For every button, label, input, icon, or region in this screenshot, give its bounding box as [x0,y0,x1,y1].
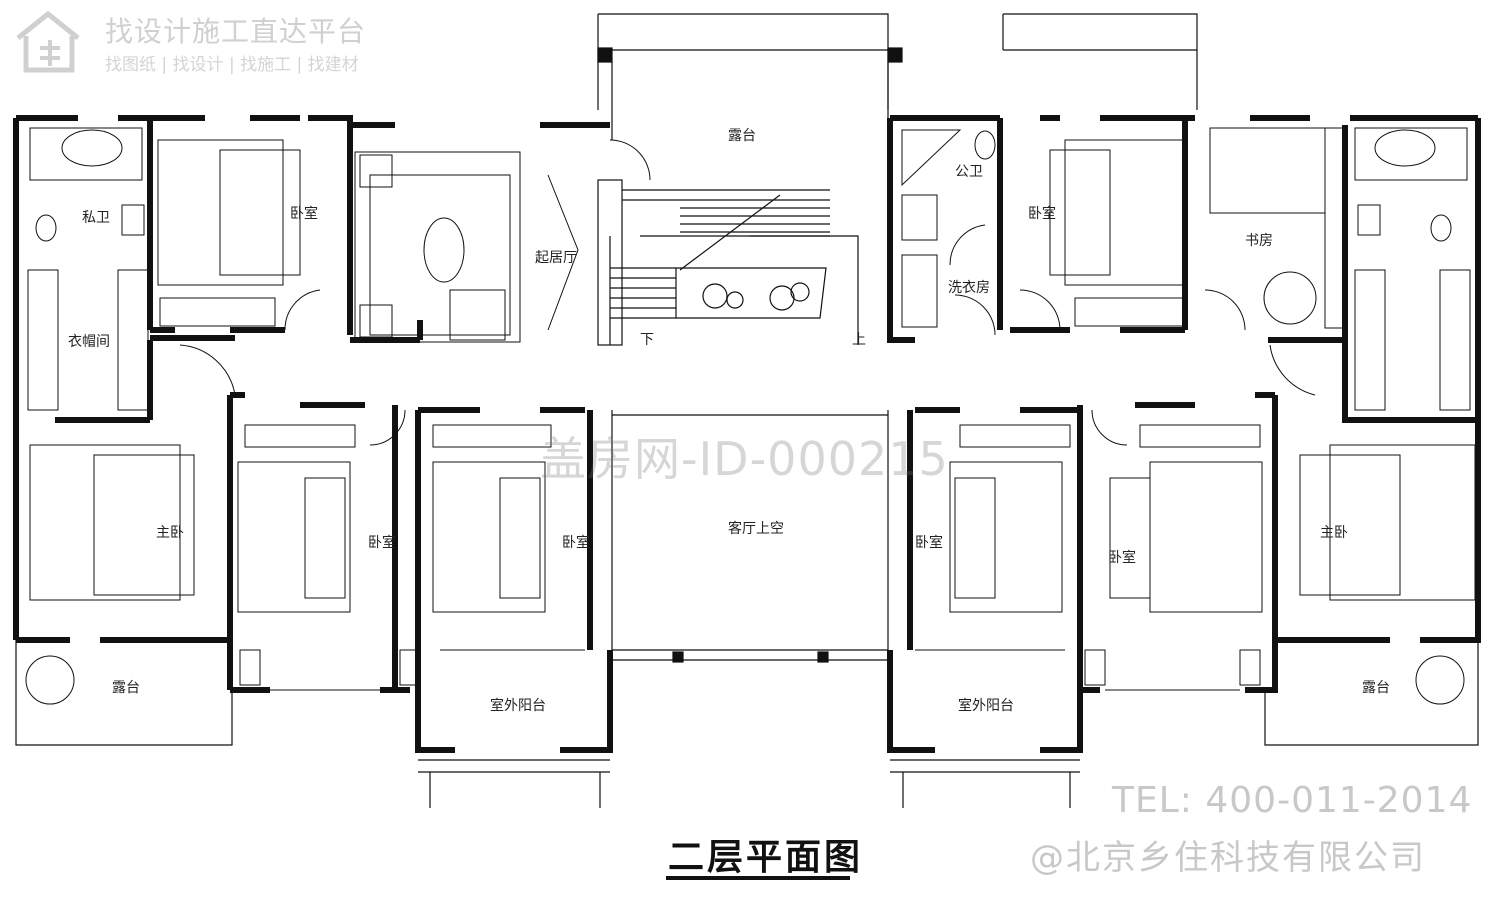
label-cloakroom: 衣帽间 [68,334,110,350]
stair [597,179,859,346]
label-bedroom-1: 卧室 [290,205,318,222]
plan-title-underline [666,876,850,880]
walls-left [13,115,613,753]
label-master-left: 主卧 [156,525,184,541]
watermark-id: 盖房网-ID-000215 [540,432,949,486]
label-stair-up: 上 [852,332,866,348]
label-balcony-left: 室外阳台 [490,697,546,714]
label-living: 起居厅 [535,250,577,266]
watermark-subtitle: 找图纸 | 找设计 | 找施工 | 找建材 [105,55,359,75]
room-labels: 私卫 卧室 起居厅 露台 公卫 洗衣房 卧室 书房 衣帽间 主卧 卧室 卧室 客… [68,128,1390,714]
plan-title: 二层平面图 [668,837,864,878]
watermark-title: 找设计施工直达平台 [105,15,367,48]
label-private-bath-left: 私卫 [82,210,110,226]
label-bedroom-5: 卧室 [915,534,943,551]
label-balcony-right: 室外阳台 [958,697,1014,714]
label-public-bath: 公卫 [955,164,983,180]
house-logo-icon [16,10,80,73]
label-bedroom-3: 卧室 [368,534,396,551]
label-void: 客厅上空 [728,520,784,537]
label-terrace-top: 露台 [728,128,756,144]
label-study: 书房 [1245,233,1273,249]
label-master-right: 主卧 [1320,525,1348,541]
label-terrace-right: 露台 [1362,680,1390,696]
label-bedroom-4: 卧室 [562,534,590,551]
label-laundry: 洗衣房 [948,280,990,296]
label-bedroom-2: 卧室 [1028,205,1056,222]
watermark-company: @北京乡住科技有限公司 [1030,838,1426,878]
label-terrace-left: 露台 [112,680,140,696]
label-stair-down: 下 [640,332,654,348]
watermark-tel: TEL: 400-011-2014 [1112,780,1473,821]
walls-right [887,115,1481,753]
label-bedroom-6: 卧室 [1108,549,1136,566]
beds [29,139,1476,613]
